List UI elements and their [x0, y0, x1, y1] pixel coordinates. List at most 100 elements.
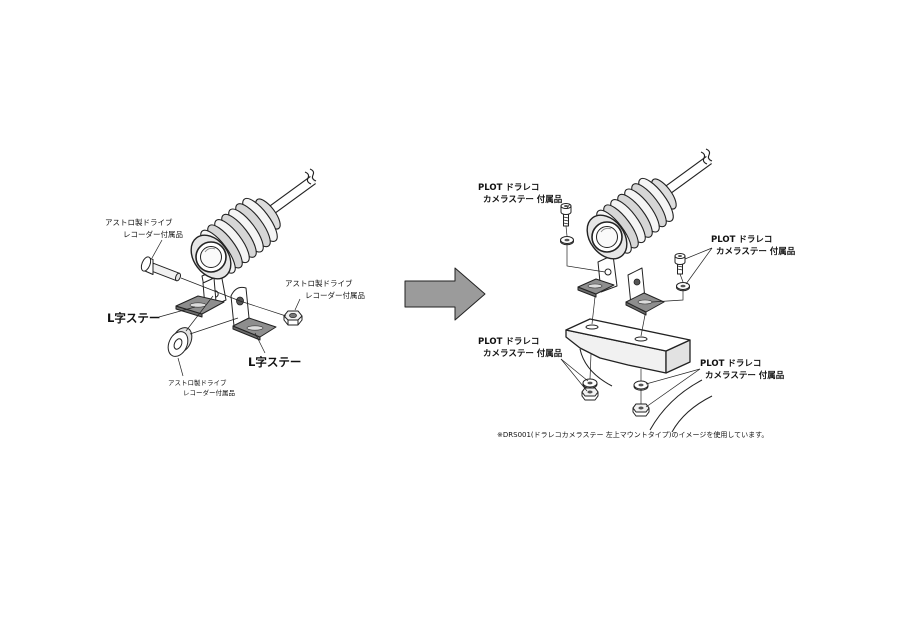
handlebar-pipe [671, 395, 713, 433]
assembly-axis [640, 314, 646, 337]
leader-bottom-right-nut [645, 368, 701, 408]
nut-note-line2: レコーダー付属品 [305, 290, 365, 300]
bracket-hole [604, 268, 612, 276]
leader-top-bolt [566, 203, 571, 209]
mount-plate-slot [634, 336, 648, 342]
bolt-tip [174, 272, 182, 282]
bolt-head-face [140, 256, 152, 272]
stay-label-right: L字ステー [248, 355, 301, 369]
l-stay-slot [637, 299, 653, 305]
washer-hole [638, 383, 644, 387]
l-stay-slot [189, 302, 207, 308]
bottom-left-nut-note-line2: カメラステー 付属品 [483, 348, 563, 359]
l-stay-tab-hole [633, 278, 641, 286]
assembly-axis [589, 353, 592, 380]
assembly-axis [566, 244, 606, 273]
screw-thread [563, 216, 569, 219]
top-bolt-note-line2: カメラステー 付属品 [483, 194, 563, 205]
screw-thread [563, 219, 569, 222]
camera-lens-highlight [204, 247, 216, 253]
right-bolt-note-line2: カメラステー 付属品 [716, 246, 796, 257]
washer-top-left [560, 236, 574, 246]
leader-bottom-right-washer [645, 368, 701, 385]
leader-right-washer [685, 247, 713, 285]
cap-screw-top-left [560, 203, 572, 227]
l-stay-plate-right-mounted [625, 292, 665, 316]
nut-hole [587, 390, 593, 394]
cable-break-mark [304, 171, 312, 185]
screw-thread [677, 265, 683, 268]
hex-nut-left [283, 310, 303, 326]
assembly-axis [565, 225, 568, 237]
transition-arrow [404, 267, 486, 321]
assembly-lines-left [180, 277, 287, 335]
leader-lines-right [560, 203, 713, 408]
nut-note-line1: アストロ製ドライブ [285, 278, 353, 288]
camera-right [586, 148, 713, 260]
camera-lens [596, 226, 618, 248]
assembly-axis [679, 273, 684, 283]
washer-bottom-right [633, 380, 649, 391]
assembly-axis-ring [189, 317, 239, 335]
bottom-right-nut-note-line2: カメラステー 付属品 [705, 370, 785, 381]
washer-hole [564, 238, 570, 242]
screw-socket [678, 255, 682, 257]
bottom-right-nut-note-line1: PLOT ドラレコ [700, 359, 761, 369]
washer-hole [680, 284, 686, 288]
hex-nut-bottom-right [632, 403, 650, 417]
top-bolt-note-line1: PLOT ドラレコ [478, 183, 539, 193]
mount-plate [565, 318, 713, 433]
bolt-note-line2: レコーダー付属品 [123, 229, 183, 239]
leader-stay-left [158, 306, 196, 318]
stay-label-left: L字ステー [107, 311, 160, 325]
leader-lines-left [151, 239, 301, 377]
leader-bottom-left-washer [560, 358, 589, 382]
l-stay-tab [230, 286, 250, 327]
leader-bottom-left-nut [560, 358, 588, 392]
left-assembly: アストロ製ドライブ レコーダー付属品 アストロ製ドライブ レコーダー付属品 L字… [105, 168, 365, 397]
assembly-axis [651, 290, 684, 303]
image-footnote: ※DRS001(ドラレコカメラステー 左上マウントタイプ)のイメージを使用してい… [497, 430, 768, 439]
camera-lens-highlight [600, 227, 612, 233]
l-stay-plate-left-mounted [577, 278, 615, 298]
mount-plate-slot [585, 324, 599, 330]
screw-socket [564, 205, 568, 207]
right-bolt-note-line1: PLOT ドラレコ [711, 235, 772, 245]
camera-left [190, 168, 317, 280]
handlebar-pipe [649, 379, 703, 431]
l-stay-right [230, 286, 277, 341]
washer-top-right [676, 282, 690, 292]
ring-hole [173, 338, 183, 350]
bolt-left [140, 256, 182, 282]
cable-break-mark [309, 168, 317, 182]
l-stay-slot [246, 325, 264, 331]
assembly-axis-ring [185, 295, 214, 332]
screw-thread [677, 268, 683, 271]
nut-hole [289, 312, 297, 319]
leader-bolt [151, 239, 163, 259]
leader-right-bolt [684, 247, 713, 260]
bolt-note-line1: アストロ製ドライブ [105, 217, 173, 227]
l-stay-slot [587, 283, 603, 289]
camera-lens [200, 246, 222, 268]
ring-note-line1: アストロ製ドライブ [168, 378, 227, 387]
cable-break-mark [705, 148, 713, 162]
nut-hole [638, 406, 644, 410]
ring-note-line2: レコーダー付属品 [183, 388, 235, 397]
bottom-left-nut-note-line1: PLOT ドラレコ [478, 337, 539, 347]
washer-hole [587, 381, 593, 385]
assembly-axis [591, 296, 596, 325]
assembly-lines-right [565, 225, 684, 404]
leader-nut [294, 298, 301, 311]
right-assembly: PLOT ドラレコ カメラステー 付属品 PLOT ドラレコ カメラステー 付属… [478, 148, 796, 433]
cable-break-mark [700, 151, 708, 165]
l-stay-left [175, 277, 225, 318]
ring-washer-left [167, 327, 193, 357]
leader-stay-right [254, 332, 266, 354]
washer-bottom-left [582, 378, 598, 389]
assembly-axis-bolt [180, 277, 287, 317]
screw-thread [563, 222, 569, 225]
hex-nut-bottom-left [581, 387, 599, 401]
